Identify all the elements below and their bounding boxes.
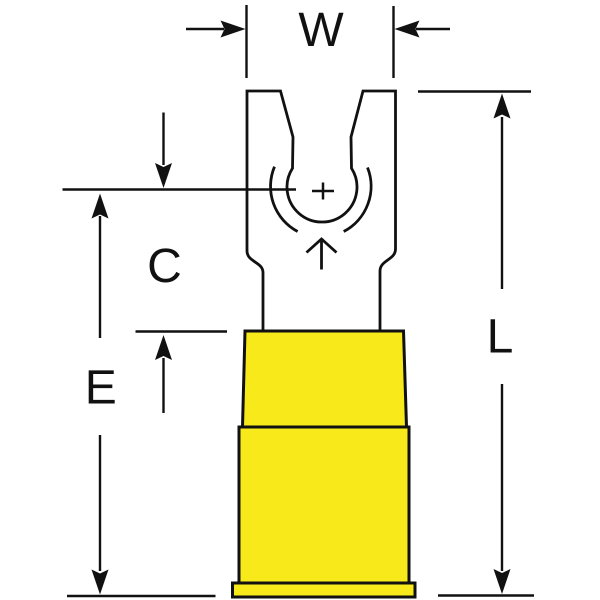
svg-text:L: L xyxy=(487,311,514,364)
svg-text:E: E xyxy=(85,362,117,415)
svg-text:W: W xyxy=(298,4,344,57)
svg-text:C: C xyxy=(147,240,182,293)
